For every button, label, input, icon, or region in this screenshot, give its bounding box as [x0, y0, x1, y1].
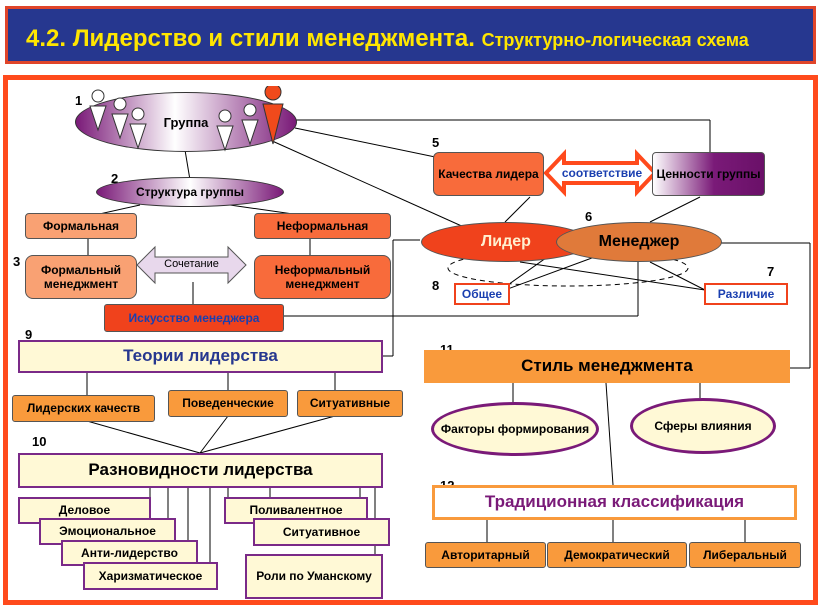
- group-values-box: Ценности группы: [652, 152, 765, 196]
- formal-mgmt-box: Формальный менеджмент: [25, 255, 137, 299]
- factors-label: Факторы формирования: [440, 422, 590, 436]
- style-liberal: Либеральный: [689, 542, 801, 568]
- variety-situational: Ситуативное: [253, 518, 390, 546]
- manager-label: Менеджер: [598, 233, 680, 250]
- spheres-label: Сферы влияния: [654, 419, 752, 433]
- common-box: Общее: [454, 283, 510, 305]
- spheres-ellipse: Сферы влияния: [630, 398, 776, 454]
- factors-ellipse: Факторы формирования: [431, 402, 599, 456]
- variety-charismatic: Харизматическое: [83, 562, 218, 590]
- difference-box: Различие: [704, 283, 788, 305]
- number-5: 5: [432, 135, 440, 150]
- manager-ellipse: Менеджер: [556, 222, 722, 262]
- leader-quality-box: Качества лидера: [433, 152, 544, 196]
- content-frame: [3, 75, 818, 605]
- number-8: 8: [432, 278, 440, 293]
- formal-box: Формальная: [25, 213, 137, 239]
- group-label: Группа: [163, 114, 209, 130]
- informal-box: Неформальная: [254, 213, 391, 239]
- number-9: 9: [25, 327, 33, 342]
- theory-item-situational: Ситуативные: [297, 390, 403, 417]
- page-title: 4.2. Лидерство и стили менеджмента. Стру…: [26, 25, 749, 53]
- theory-item-leadership: Лидерских качеств: [12, 395, 155, 422]
- combination-arrow: [136, 245, 247, 285]
- theories-title: Теории лидерства: [18, 340, 383, 373]
- number-2: 2: [111, 171, 119, 186]
- informal-mgmt-box: Неформальный менеджмент: [254, 255, 391, 299]
- leader-label: Лидер: [481, 233, 531, 250]
- group-ellipse: Группа: [75, 92, 297, 152]
- structure-ellipse: Структура группы: [96, 177, 284, 207]
- people-icons: [89, 86, 284, 152]
- title-sub: Структурно-логическая схема: [481, 30, 749, 50]
- header-bar: 4.2. Лидерство и стили менеджмента. Стру…: [5, 6, 816, 64]
- style-authoritarian: Авторитарный: [425, 542, 546, 568]
- number-3-left: 3: [13, 254, 21, 269]
- varieties-title: Разновидности лидерства: [18, 453, 383, 488]
- traditional-title: Традиционная классификация: [432, 485, 797, 520]
- number-10: 10: [32, 434, 47, 449]
- variety-umansky-roles: Роли по Уманскому: [245, 554, 383, 599]
- art-box: Искусство менеджера: [104, 304, 284, 332]
- number-7: 7: [767, 264, 775, 279]
- title-main: 4.2. Лидерство и стили менеджмента.: [26, 25, 475, 52]
- structure-label: Структура группы: [135, 185, 244, 199]
- theory-item-behavioral: Поведенческие: [168, 390, 288, 417]
- combination-label: Сочетание: [164, 258, 219, 271]
- style-democratic: Демократический: [547, 542, 687, 568]
- correspondence-label: соответствие: [561, 165, 643, 180]
- number-1: 1: [75, 93, 83, 108]
- number-6: 6: [585, 209, 593, 224]
- style-title: Стиль менеджмента: [424, 350, 790, 383]
